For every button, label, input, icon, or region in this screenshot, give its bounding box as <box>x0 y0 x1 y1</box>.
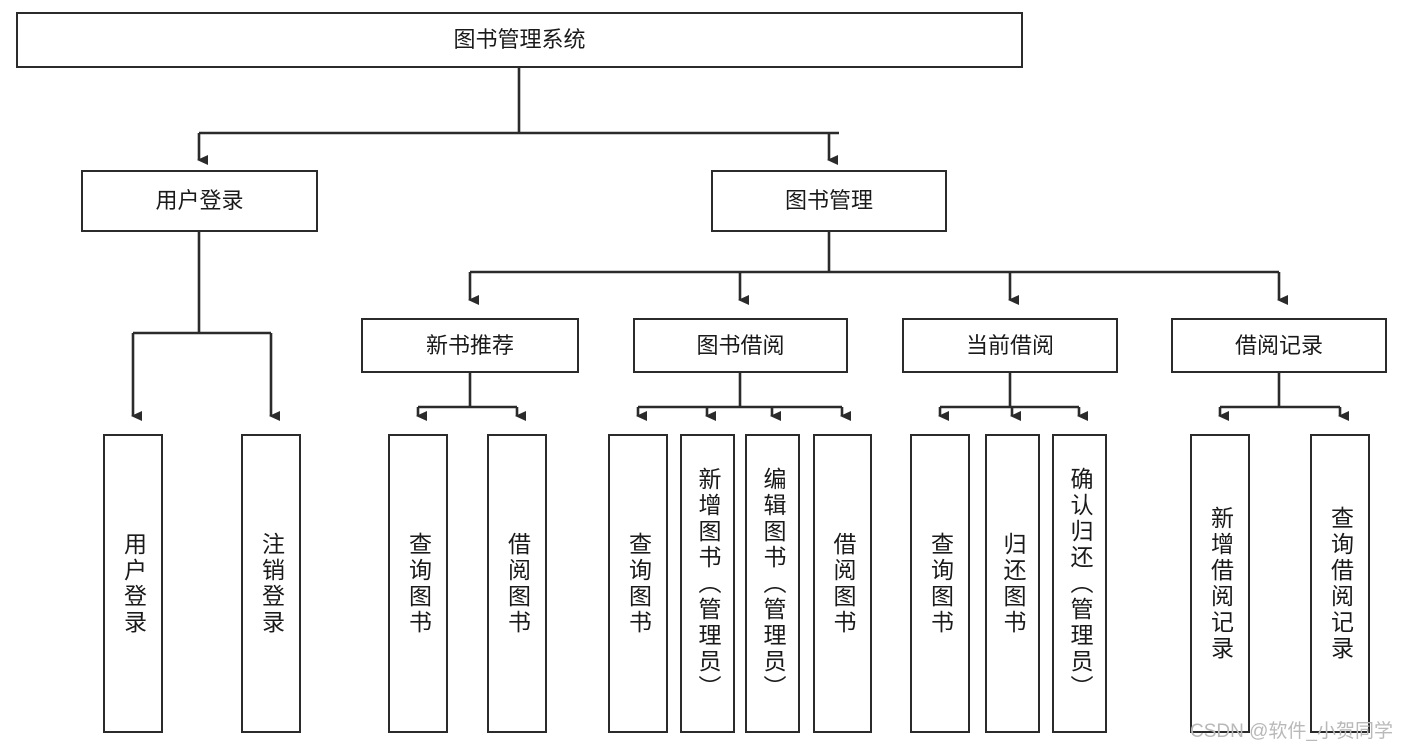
node-leaf-add-book[interactable]: 新增图书（管理员） <box>680 434 735 733</box>
node-borrow-record[interactable]: 借阅记录 <box>1171 318 1387 373</box>
node-leaf-return-book[interactable]: 归还图书 <box>985 434 1040 733</box>
node-current-borrow[interactable]: 当前借阅 <box>902 318 1118 373</box>
node-label: 图书管理 <box>784 188 873 214</box>
node-label: 借阅图书 <box>830 531 856 636</box>
node-leaf-edit-book[interactable]: 编辑图书（管理员） <box>745 434 800 733</box>
node-leaf-user-logout[interactable]: 注销登录 <box>241 434 301 733</box>
node-leaf-query-book-2[interactable]: 查询图书 <box>608 434 668 733</box>
node-label: 用户登录 <box>120 531 147 636</box>
node-label: 查询图书 <box>625 531 652 636</box>
node-root-system[interactable]: 图书管理系统 <box>16 12 1023 68</box>
node-user-login[interactable]: 用户登录 <box>81 170 318 232</box>
node-label: 查询借阅记录 <box>1327 505 1354 662</box>
node-book-manage[interactable]: 图书管理 <box>711 170 947 232</box>
node-label: 当前借阅 <box>965 332 1054 358</box>
node-label: 用户登录 <box>155 188 244 214</box>
node-label: 图书管理系统 <box>453 27 586 53</box>
node-new-book-recommend[interactable]: 新书推荐 <box>361 318 579 373</box>
node-leaf-query-book-3[interactable]: 查询图书 <box>910 434 970 733</box>
node-label: 查询图书 <box>405 531 432 636</box>
node-label: 确认归还（管理员） <box>1067 466 1093 701</box>
node-label: 查询图书 <box>927 531 954 636</box>
node-leaf-query-book-1[interactable]: 查询图书 <box>388 434 448 733</box>
node-leaf-borrow-book-2[interactable]: 借阅图书 <box>813 434 872 733</box>
node-label: 新增图书（管理员） <box>695 466 721 701</box>
node-leaf-borrow-book-1[interactable]: 借阅图书 <box>487 434 547 733</box>
node-book-borrow[interactable]: 图书借阅 <box>633 318 848 373</box>
node-leaf-query-borrow-record[interactable]: 查询借阅记录 <box>1310 434 1370 733</box>
node-leaf-confirm-return[interactable]: 确认归还（管理员） <box>1052 434 1107 733</box>
node-label: 图书借阅 <box>696 332 785 358</box>
node-label: 新增借阅记录 <box>1207 505 1234 662</box>
node-label: 借阅记录 <box>1234 332 1323 358</box>
node-leaf-user-login[interactable]: 用户登录 <box>103 434 163 733</box>
csdn-watermark: CSDN @软件_小贺同学 <box>1190 721 1393 742</box>
node-label: 归还图书 <box>1000 531 1026 636</box>
node-label: 借阅图书 <box>504 531 531 636</box>
node-label: 注销登录 <box>258 531 285 636</box>
node-label: 编辑图书（管理员） <box>760 466 786 701</box>
node-label: 新书推荐 <box>425 332 514 358</box>
node-leaf-add-borrow-record[interactable]: 新增借阅记录 <box>1190 434 1250 733</box>
